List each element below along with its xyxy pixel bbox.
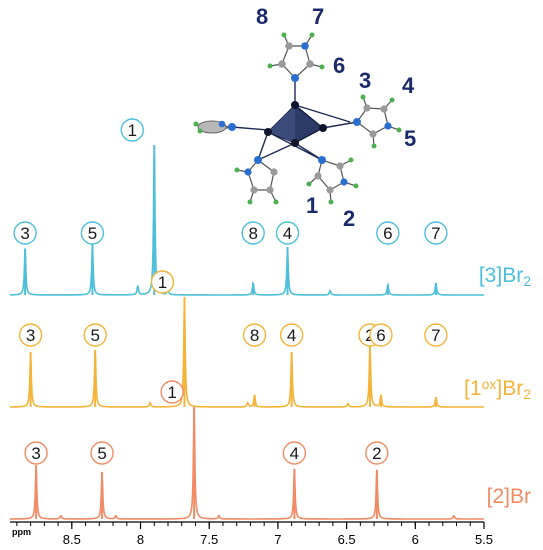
molecular-structure: 8 7 6 3 4 5 1 2 <box>193 4 416 231</box>
structure-label-2: 2 <box>343 206 355 231</box>
peak-label-text: 1 <box>167 383 176 402</box>
peak-label-circle <box>160 380 184 404</box>
spectrum-2: 35184267[1ox]Br2 <box>10 270 531 408</box>
peak-label-text: 1 <box>158 273 167 292</box>
spectrum-1: 3 5 1 8 4 6 7 [3]Br2 <box>9 118 531 296</box>
peak-label-circle <box>282 441 307 465</box>
x-axis: 8.5 8 7.5 7 6.5 6 5.5 ppm <box>10 521 493 547</box>
peak-label-text: 3 <box>26 326 35 345</box>
x-tick-label: 8 <box>137 532 144 547</box>
spectrum-3: 3 5 1 4 2 [2]Br <box>10 380 531 520</box>
peak-label-5: 5 <box>83 323 107 347</box>
spectrum-trace <box>10 296 484 408</box>
peak-label-5: 5 <box>90 441 114 465</box>
x-tick-label: 6.5 <box>338 532 356 547</box>
peak-label-text: 4 <box>283 224 292 243</box>
structure-label-4: 4 <box>402 73 415 98</box>
peak-label-circle <box>424 323 448 347</box>
peak-label-3: 3 <box>13 221 37 245</box>
structure-label-5: 5 <box>404 126 416 151</box>
structure-label-3: 3 <box>359 68 371 93</box>
x-tick-label: 6 <box>412 532 419 547</box>
spectrum-trace <box>10 408 484 520</box>
peak-label-text: 5 <box>90 326 99 345</box>
peak-label-circle <box>24 441 48 465</box>
peak-label-circle <box>83 323 107 347</box>
x-tick-label: 8.5 <box>63 532 81 547</box>
peak-label-circle <box>90 441 114 465</box>
peak-label-6: 6 <box>376 221 400 245</box>
peak-label-circle <box>376 221 400 245</box>
peak-label-text: 4 <box>290 444 299 463</box>
peak-label-circle <box>80 221 105 245</box>
peak-label-3: 3 <box>18 323 43 347</box>
peak-label-4: 4 <box>279 323 304 347</box>
peak-label-8: 8 <box>241 221 265 245</box>
peak-label-text: 5 <box>97 444 106 463</box>
peak-label-circle <box>18 323 43 347</box>
x-unit-label: ppm <box>12 527 31 537</box>
peak-label-text: 2 <box>372 444 381 463</box>
peak-label-circle <box>120 118 144 142</box>
peak-label-text: 8 <box>248 224 257 243</box>
peak-label-1: 1 <box>150 270 175 294</box>
peak-label-text: 7 <box>431 326 440 345</box>
peak-label-circle <box>365 441 389 465</box>
peak-label-text: 4 <box>287 326 296 345</box>
peak-label-8: 8 <box>242 323 267 347</box>
peak-label-text: 3 <box>31 444 40 463</box>
series-label: [2]Br <box>487 485 531 508</box>
peak-label-text: 6 <box>376 326 385 345</box>
peak-label-text: 3 <box>20 224 29 243</box>
peak-label-6: 6 <box>369 323 393 347</box>
peak-label-3: 3 <box>24 441 48 465</box>
peak-label-5: 5 <box>80 221 105 245</box>
peak-label-7: 7 <box>424 221 448 245</box>
peak-label-circle <box>13 221 37 245</box>
peak-label-circle <box>369 323 393 347</box>
x-tick-label: 5.5 <box>475 532 493 547</box>
peak-label-text: 1 <box>128 121 137 140</box>
structure-label-1: 1 <box>306 193 318 218</box>
peak-label-circle <box>242 323 267 347</box>
series-label: [3]Br2 <box>479 264 531 289</box>
peak-label-text: 5 <box>88 224 97 243</box>
structure-label-7: 7 <box>312 4 324 29</box>
series-label: [1ox]Br2 <box>464 376 531 401</box>
spectrum-trace <box>9 156 484 296</box>
peak-label-4: 4 <box>275 221 300 245</box>
peak-label-text: 7 <box>431 224 440 243</box>
peak-label-1: 1 <box>120 118 144 142</box>
peak-label-text: 6 <box>383 224 392 243</box>
x-tick-label: 7.5 <box>200 532 218 547</box>
peak-label-circle <box>279 323 304 347</box>
peak-label-7: 7 <box>424 323 448 347</box>
peak-label-circle <box>150 270 175 294</box>
peak-label-circle <box>424 221 448 245</box>
structure-label-8: 8 <box>256 4 268 29</box>
structure-label-6: 6 <box>333 53 345 78</box>
x-tick-label: 7 <box>274 532 281 547</box>
peak-label-4: 4 <box>282 441 307 465</box>
peak-label-circle <box>275 221 300 245</box>
peak-label-text: 8 <box>250 326 259 345</box>
peak-label-1: 1 <box>160 380 184 404</box>
peak-label-2: 2 <box>365 441 389 465</box>
peak-label-circle <box>241 221 265 245</box>
